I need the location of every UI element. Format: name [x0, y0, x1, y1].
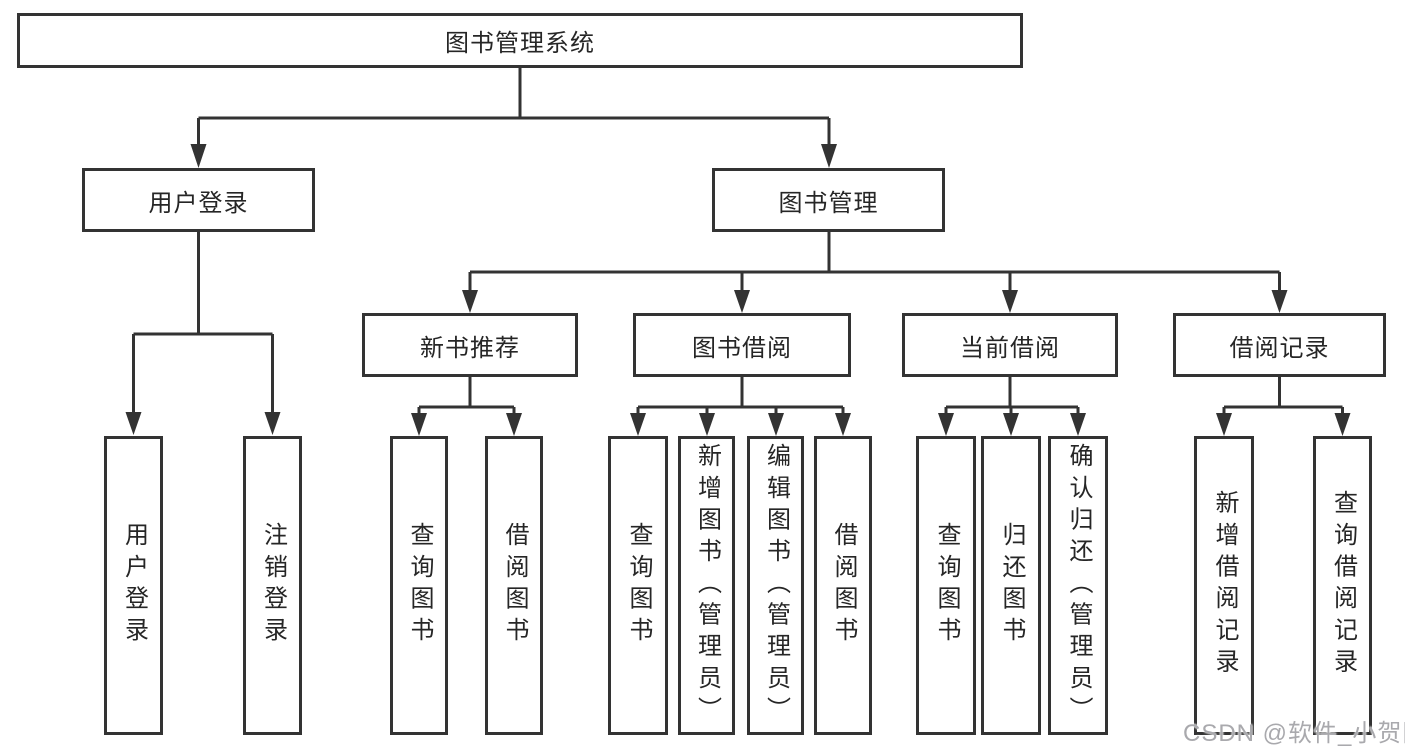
- connector-root-to-level2: [197, 68, 831, 146]
- node-book-borrow: 图书借阅: [633, 313, 851, 377]
- node-current-borrow: 当前借阅: [902, 313, 1118, 377]
- node-leaf-query-books-borrow: 查询图书: [608, 436, 668, 735]
- connector-book-management-to-level3: [468, 232, 1281, 291]
- node-leaf-return-books: 归还图书: [981, 436, 1041, 735]
- node-new-book-recommend: 新书推荐: [362, 313, 578, 377]
- node-leaf-query-books-current: 查询图书: [916, 436, 976, 735]
- connector-current-borrow-to-leaves: [944, 377, 1080, 414]
- node-leaf-logout: 注销登录: [243, 436, 302, 735]
- node-leaf-query-borrow-record: 查询借阅记录: [1313, 436, 1372, 735]
- node-leaf-borrow-books-recommend: 借阅图书: [485, 436, 543, 735]
- node-leaf-add-book-admin: 新增图书（管理员）: [678, 436, 735, 735]
- node-leaf-edit-book-admin: 编辑图书（管理员）: [747, 436, 804, 735]
- node-leaf-user-login: 用户登录: [104, 436, 163, 735]
- connector-borrow-record-to-leaves: [1222, 377, 1344, 414]
- node-book-management: 图书管理: [712, 168, 945, 232]
- node-leaf-query-books-recommend: 查询图书: [390, 436, 448, 735]
- node-leaf-add-borrow-record: 新增借阅记录: [1194, 436, 1254, 735]
- csdn-watermark: CSDN @软件_小贺同学: [1183, 720, 1405, 747]
- node-borrow-records: 借阅记录: [1173, 313, 1386, 377]
- connector-user-login-to-leaves: [132, 232, 274, 413]
- connector-book-borrow-to-leaves: [636, 377, 845, 414]
- node-leaf-borrow-books: 借阅图书: [814, 436, 872, 735]
- connector-new-book-to-leaves: [417, 377, 516, 414]
- node-user-login: 用户登录: [82, 168, 315, 232]
- node-library-system: 图书管理系统: [17, 13, 1023, 68]
- node-leaf-confirm-return-admin: 确认归还（管理员）: [1048, 436, 1108, 735]
